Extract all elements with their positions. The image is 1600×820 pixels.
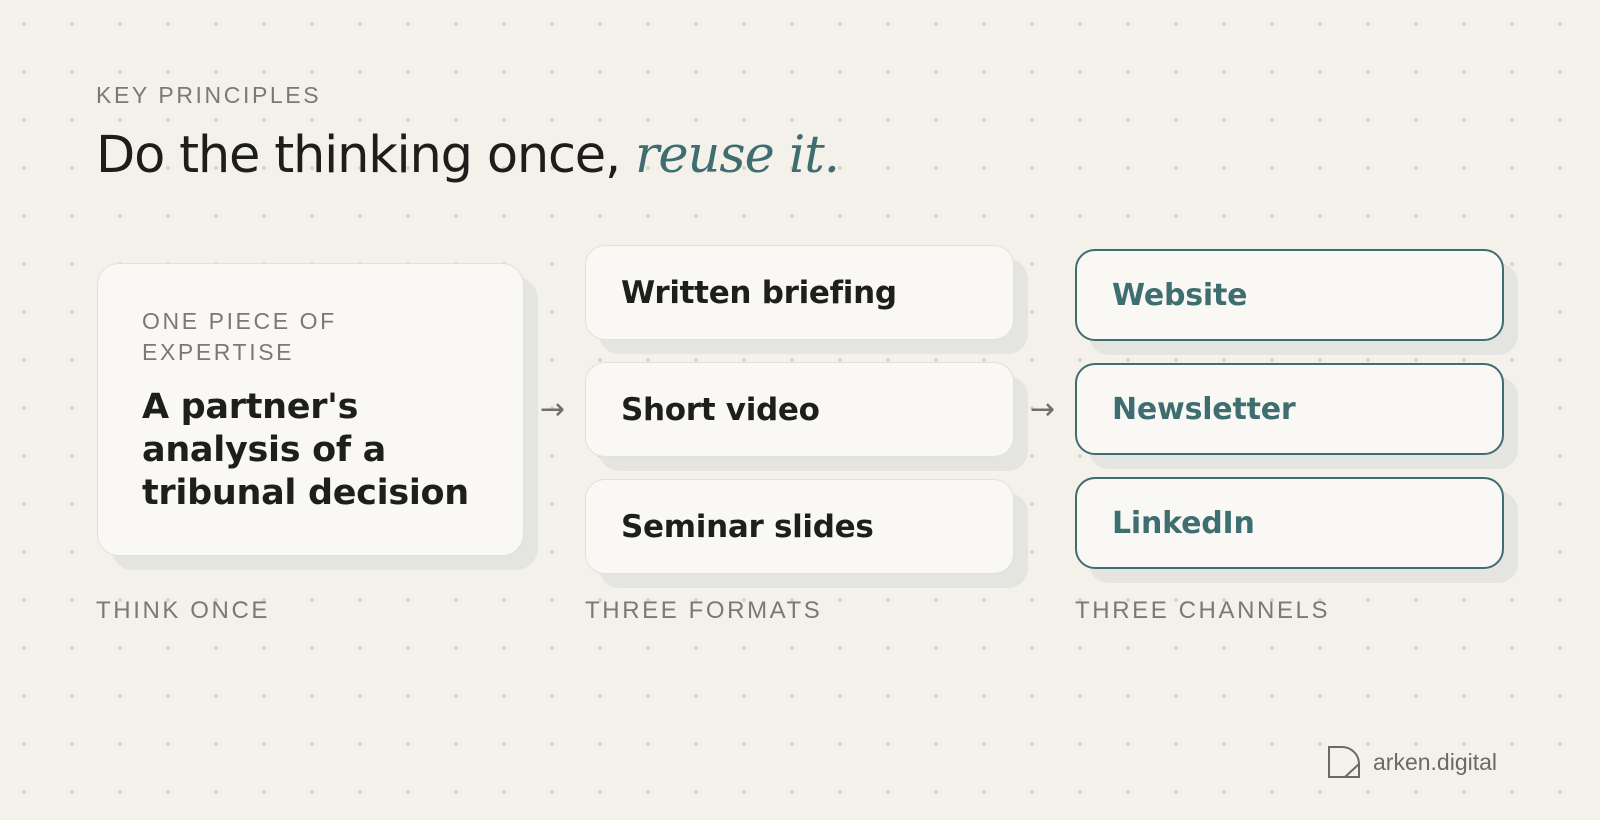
arrow-icon: → bbox=[540, 392, 566, 427]
brand-name: arken.digital bbox=[1373, 748, 1498, 775]
arrow-icon: → bbox=[1030, 392, 1056, 427]
channel-card-linkedin: LinkedIn bbox=[1075, 477, 1504, 569]
channel-card-website: Website bbox=[1075, 249, 1504, 341]
page-headline: Do the thinking once, reuse it. bbox=[96, 126, 840, 185]
headline-accent: reuse it. bbox=[635, 126, 840, 185]
headline-main: Do the thinking once, bbox=[96, 126, 621, 185]
column-label-think-once: THINK ONCE bbox=[96, 597, 271, 624]
column-label-three-formats: THREE FORMATS bbox=[585, 597, 823, 624]
section-eyebrow: KEY PRINCIPLES bbox=[96, 82, 322, 108]
channel-card-newsletter: Newsletter bbox=[1075, 363, 1504, 455]
format-card-seminar-slides: Seminar slides bbox=[585, 479, 1014, 574]
format-card-written-briefing: Written briefing bbox=[585, 245, 1014, 340]
source-title: A partner's analysis of a tribunal decis… bbox=[142, 387, 469, 513]
source-kicker: ONE PIECE OF EXPERTISE bbox=[142, 308, 337, 365]
arken-logo-icon bbox=[1328, 746, 1360, 778]
format-card-short-video: Short video bbox=[585, 362, 1014, 457]
source-card: ONE PIECE OF EXPERTISE A partner's analy… bbox=[97, 263, 524, 556]
brand-mark: arken.digital bbox=[1327, 745, 1497, 779]
column-label-three-channels: THREE CHANNELS bbox=[1075, 597, 1331, 624]
